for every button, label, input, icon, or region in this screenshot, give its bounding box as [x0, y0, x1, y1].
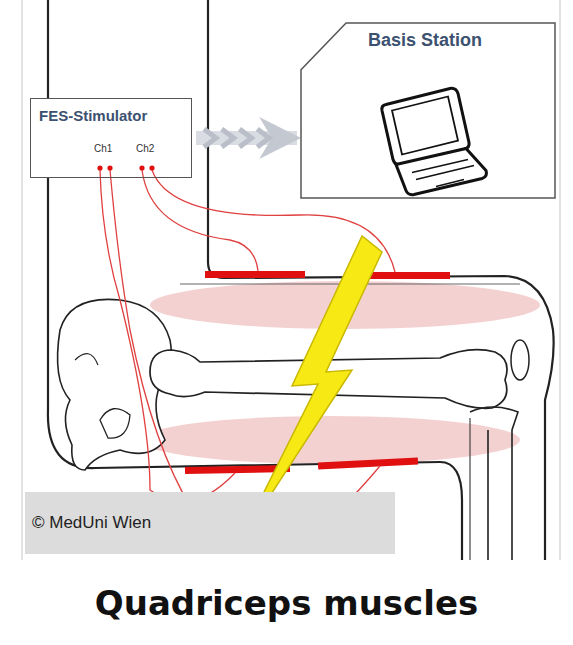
frame-line [21, 0, 23, 560]
pelvis-foramen [100, 409, 130, 439]
station-border [301, 23, 555, 198]
stimulator-box: FES-StimulatorCh1 Ch2 [30, 98, 192, 178]
hamstring-muscle [140, 416, 520, 464]
electrode [205, 271, 305, 278]
fibula-bone [469, 418, 470, 560]
copyright-note: © MedUni Wien [32, 513, 151, 533]
copyright-band [25, 492, 395, 554]
stimulation-wire [100, 170, 235, 502]
station-box: Basis Station [300, 22, 556, 199]
arrow-chevron [222, 129, 234, 147]
channel-terminal [107, 165, 112, 170]
device-title: FES-Stimulator [39, 107, 147, 124]
figure-caption: Quadriceps muscles [95, 583, 478, 623]
stimulation-wire [110, 170, 380, 541]
frame-line [559, 0, 561, 560]
patella-bone [511, 340, 529, 380]
channel-terminal [139, 165, 144, 170]
channel-terminal [149, 165, 154, 170]
arrow-chevron [240, 129, 252, 147]
tibia-bone [470, 407, 518, 560]
stimulation-wire [142, 170, 258, 271]
electrode [318, 457, 418, 469]
channel-terminal [97, 165, 102, 170]
pelvis-detail [75, 354, 98, 365]
station-title: Basis Station [368, 30, 482, 51]
channel-label: Ch2 [136, 143, 154, 154]
arrow-chevron [204, 129, 216, 147]
channel-label: Ch1 [94, 143, 112, 154]
arrow-chevron [257, 129, 269, 147]
laptop-icon [382, 88, 487, 194]
